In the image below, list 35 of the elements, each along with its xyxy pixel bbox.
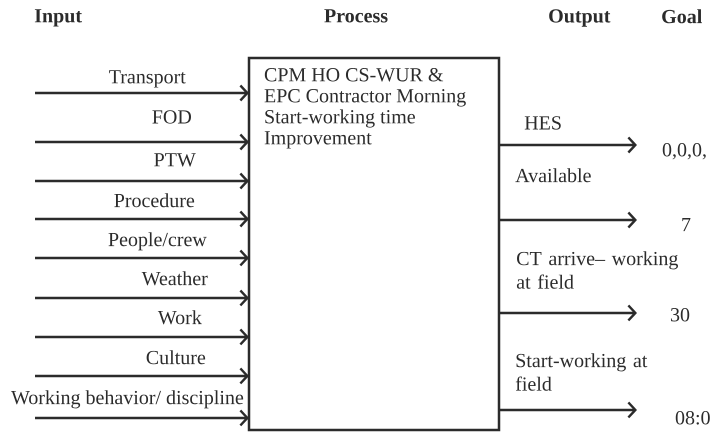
edge-label: CT arrive– working at field <box>516 251 678 289</box>
edge-label: Work <box>158 310 202 324</box>
arrow <box>499 304 637 322</box>
edge-label: Working behavior/ discipline <box>11 390 244 408</box>
edge-label: Start-working at field <box>516 353 648 391</box>
arrow <box>35 410 249 426</box>
edge-label: Culture <box>146 350 206 364</box>
arrow <box>35 328 249 346</box>
edge-label: HES <box>524 116 561 130</box>
arrow <box>35 210 249 228</box>
arrow <box>35 84 249 102</box>
edge-label: FOD <box>152 110 191 124</box>
edge-label: Procedure <box>114 193 194 208</box>
edge-label: Available <box>515 168 591 182</box>
arrow <box>499 402 637 418</box>
goal-value: 7 <box>682 218 690 232</box>
arrow <box>35 368 249 384</box>
arrow <box>499 212 637 228</box>
goal-value: 30 <box>670 308 690 322</box>
goal-value: 0,0,0, <box>662 143 706 160</box>
edge-label: Weather <box>142 271 208 286</box>
arrow <box>35 250 249 266</box>
arrow <box>35 290 249 306</box>
goal-value: 08:0 <box>676 411 710 425</box>
process-box: CPM HO CS-WUR & EPC Contractor Morning Start-working time Improvement <box>248 56 500 432</box>
column-header: Goal <box>662 9 702 24</box>
edge-label: PTW <box>154 153 196 167</box>
column-header: Input <box>34 9 82 27</box>
column-header: Process <box>324 9 388 22</box>
edge-label: People/crew <box>108 232 207 250</box>
arrow <box>35 134 249 150</box>
arrow <box>35 172 249 190</box>
edge-label: Transport <box>109 70 186 88</box>
column-header: Output <box>549 9 610 27</box>
arrow <box>499 136 637 154</box>
